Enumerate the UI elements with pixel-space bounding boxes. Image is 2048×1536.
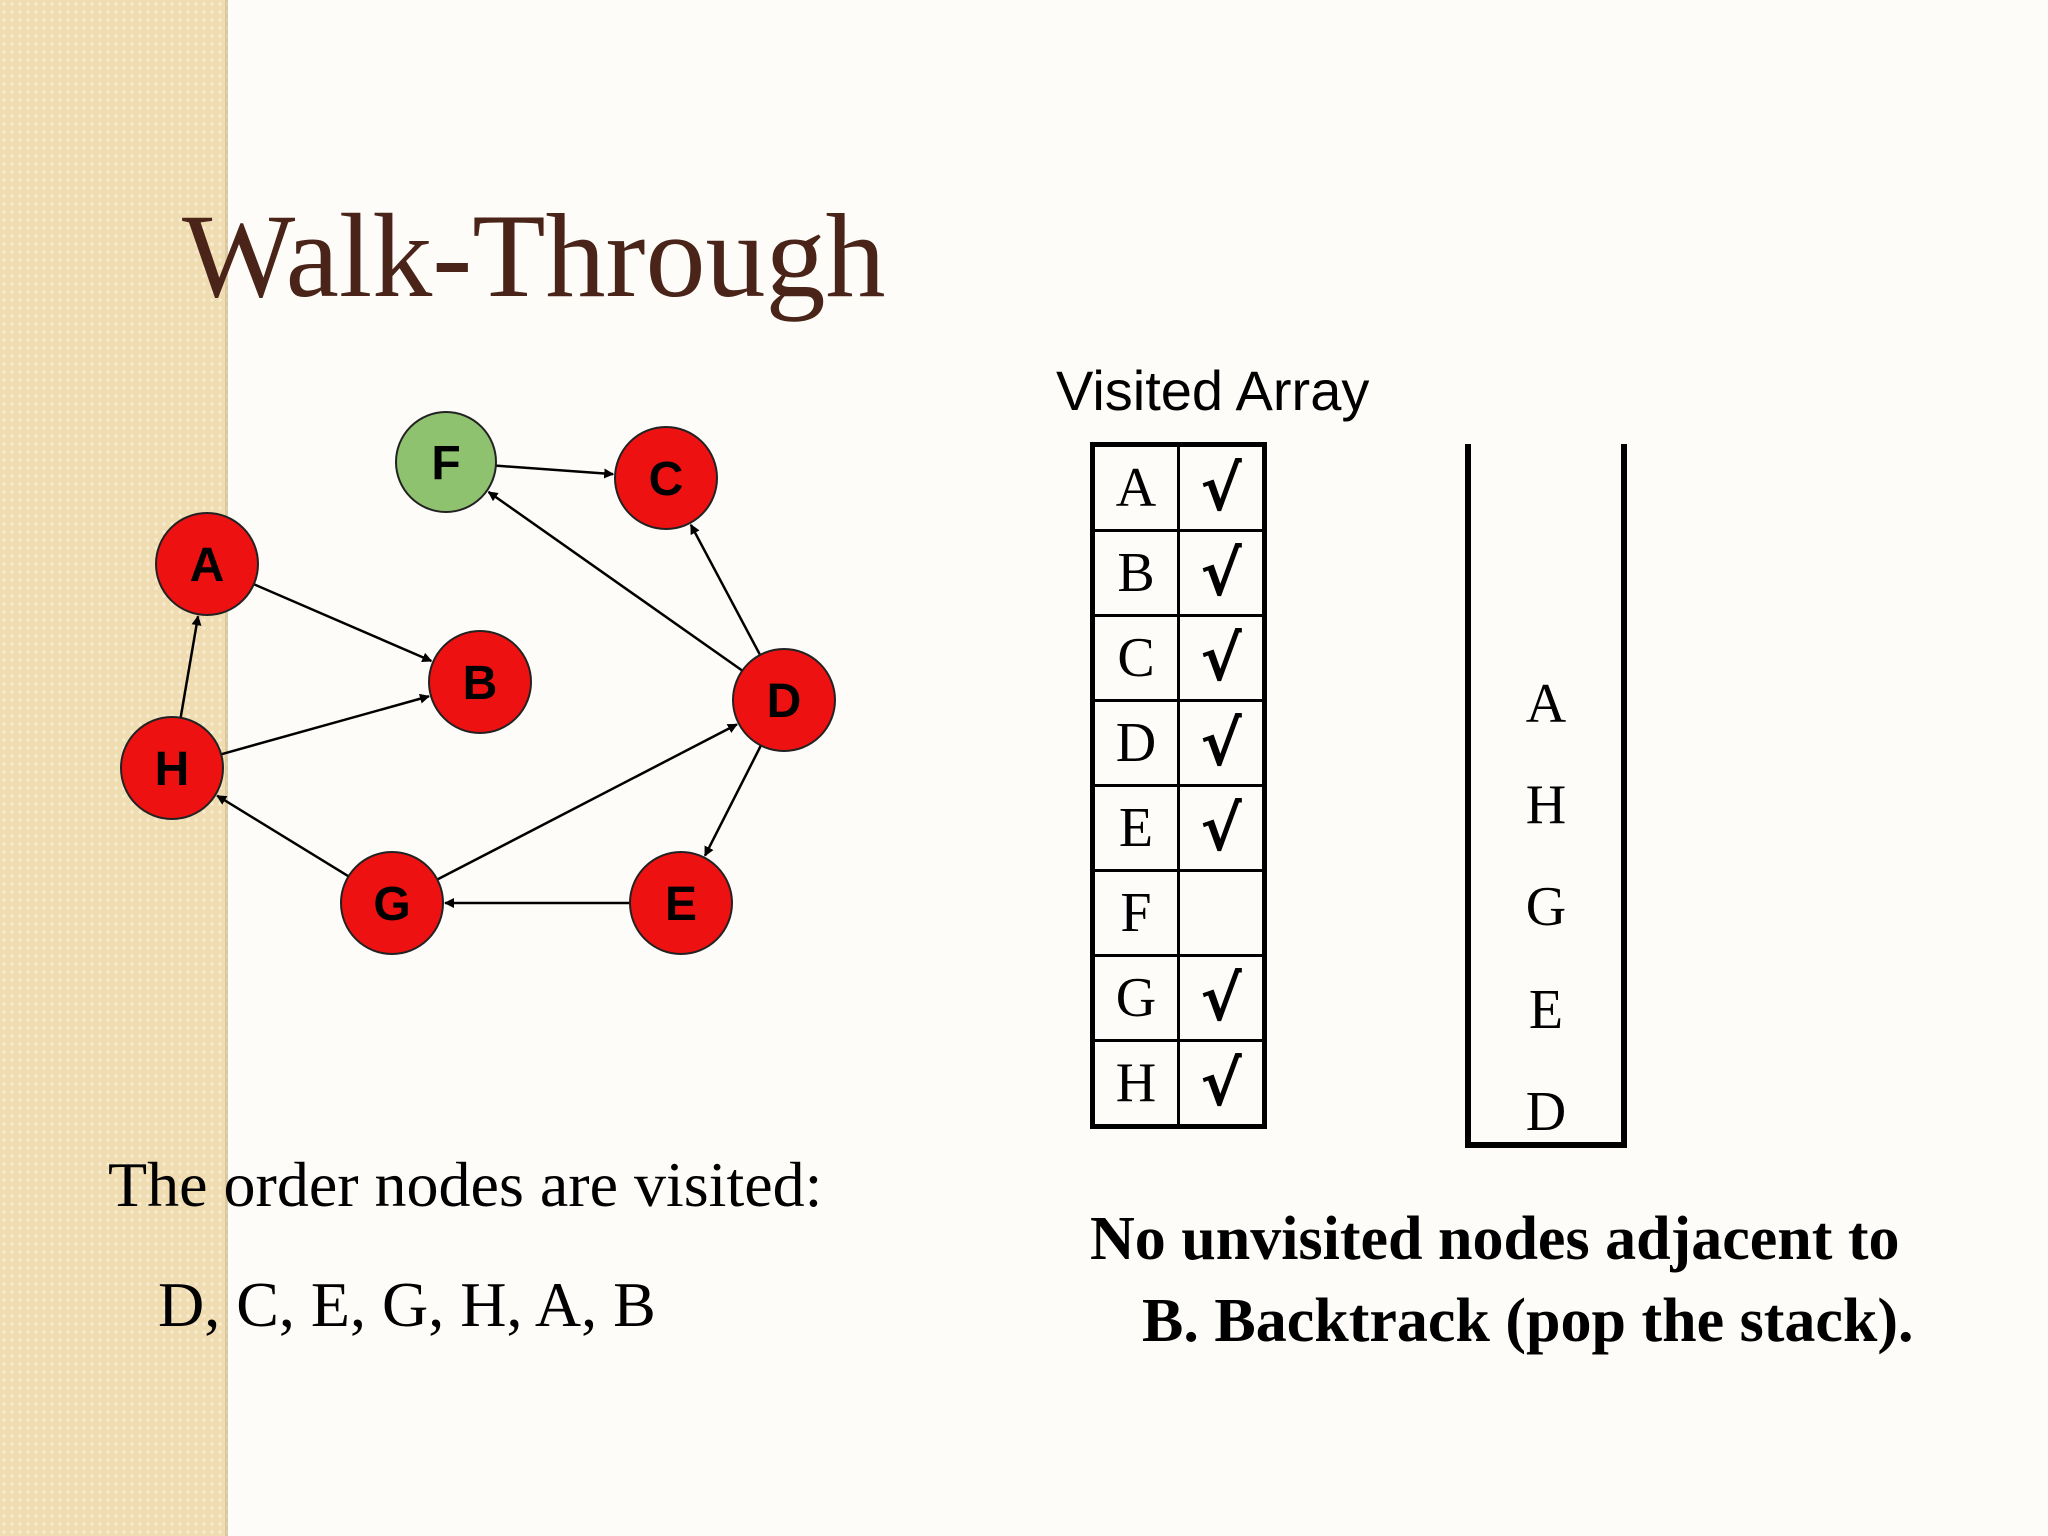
node-circle-a [155, 512, 259, 616]
visited-row-c: C√ [1091, 614, 1266, 702]
graph-node-a: A [155, 512, 259, 616]
graph-nodes: F C A B D H G E [120, 411, 836, 955]
visited-row-h: H√ [1091, 1039, 1266, 1128]
edge-d-to-c [689, 523, 762, 656]
edge-d-to-e [703, 744, 763, 857]
edge-f-to-c [495, 464, 615, 479]
graph-edges [179, 464, 763, 908]
visited-row-a: A√ [1091, 443, 1266, 532]
check-mark-icon: √ [1177, 614, 1266, 702]
graph-node-f: F [395, 411, 497, 513]
step-message: No unvisited nodes adjacent to B. Backtr… [1090, 1198, 1914, 1362]
visited-array-title: Visited Array [1056, 359, 1370, 422]
node-circle-g [340, 851, 444, 955]
step-message-line-1: No unvisited nodes adjacent to [1090, 1205, 1900, 1273]
node-circle-c [614, 426, 718, 530]
node-label-f: F [431, 437, 460, 490]
stack-item-h: H [1525, 774, 1567, 836]
node-label-b: B [463, 657, 498, 710]
node-label-a: A [190, 539, 225, 592]
graph-node-c: C [614, 426, 718, 530]
visited-node-name: C [1091, 614, 1180, 702]
check-mark-icon: √ [1177, 443, 1266, 532]
node-label-d: D [767, 675, 802, 728]
node-circle-e [629, 851, 733, 955]
visited-node-name: A [1091, 443, 1180, 532]
check-mark-icon: √ [1177, 954, 1266, 1042]
stack-item-a: A [1525, 673, 1567, 735]
visited-node-name: H [1091, 1039, 1180, 1128]
graph-node-e: E [629, 851, 733, 955]
visited-row-e: E√ [1091, 784, 1266, 872]
graph-node-b: B [428, 630, 532, 734]
visited-node-name: D [1091, 699, 1180, 787]
check-mark-icon: √ [1177, 1039, 1266, 1128]
edge-g-to-h [216, 794, 350, 878]
node-circle-f [395, 411, 497, 513]
check-mark-icon: √ [1177, 529, 1266, 617]
slide-title: Walk-Through [182, 189, 886, 322]
visited-row-d: D√ [1091, 699, 1266, 787]
node-label-e: E [665, 878, 697, 931]
visited-node-name: G [1091, 954, 1180, 1042]
edge-g-to-d [436, 723, 738, 881]
edge-h-to-b [220, 693, 430, 756]
node-label-c: C [649, 453, 684, 506]
visited-node-name: F [1091, 869, 1180, 957]
visit-order-heading: The order nodes are visited: [108, 1149, 823, 1220]
check-mark-icon: √ [1177, 784, 1266, 872]
check-mark-icon: √ [1177, 699, 1266, 787]
stack-item-g: G [1525, 876, 1567, 938]
visited-node-name: B [1091, 529, 1180, 617]
node-circle-d [732, 648, 836, 752]
empty-check-cell [1177, 869, 1266, 957]
edge-a-to-b [253, 583, 433, 663]
stack-item-e: E [1528, 979, 1564, 1041]
graph-node-g: G [340, 851, 444, 955]
visit-order-sequence: D, C, E, G, H, A, B [158, 1269, 656, 1340]
step-message-line-2: B. Backtrack (pop the stack). [1142, 1287, 1914, 1355]
node-label-h: H [155, 743, 190, 796]
visited-row-g: G√ [1091, 954, 1266, 1042]
graph-node-h: H [120, 716, 224, 820]
visited-node-name: E [1091, 784, 1180, 872]
node-label-g: G [373, 878, 410, 931]
node-circle-h [120, 716, 224, 820]
visited-row-f: F [1091, 869, 1266, 957]
stack-item-d: D [1525, 1081, 1567, 1143]
graph-node-d: D [732, 648, 836, 752]
node-circle-b [428, 630, 532, 734]
edge-h-to-a [179, 615, 202, 718]
edge-d-to-f [487, 490, 744, 672]
visited-row-b: B√ [1091, 529, 1266, 617]
